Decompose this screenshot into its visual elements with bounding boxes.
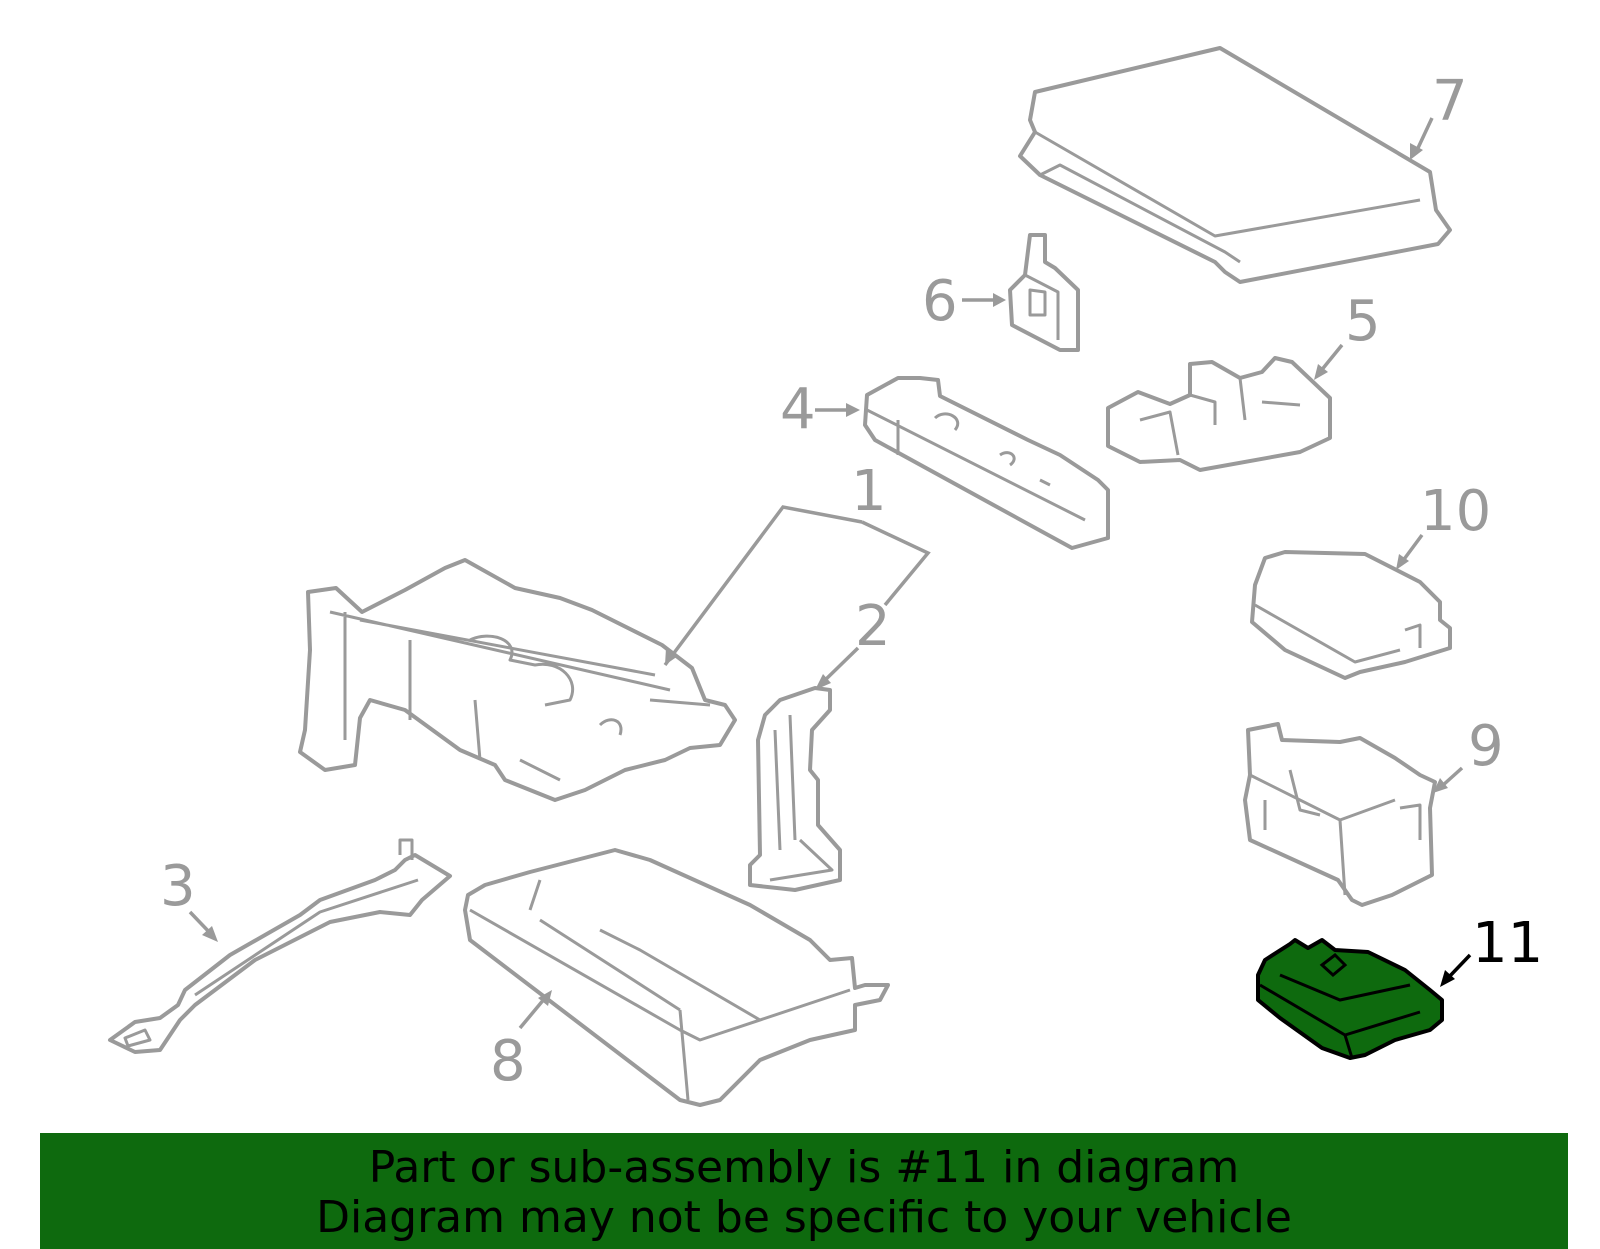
callout-4: 4 xyxy=(780,377,816,442)
part-11-highlighted xyxy=(1256,938,1444,1060)
part-7-cover xyxy=(1018,46,1452,284)
part-5-bracket xyxy=(1106,356,1332,472)
callout-6: 6 xyxy=(922,269,958,334)
callout-1: 1 xyxy=(851,459,887,524)
callout-3: 3 xyxy=(160,854,196,919)
callout-10: 10 xyxy=(1420,479,1491,544)
part-2-bracket xyxy=(748,686,842,892)
callout-5: 5 xyxy=(1345,289,1381,354)
part-6-fuse xyxy=(1008,233,1080,352)
callout-leaders xyxy=(188,117,1472,1030)
part-8-tray xyxy=(463,848,890,1107)
part-3-cable xyxy=(108,838,452,1054)
part-9-box xyxy=(1243,722,1437,907)
part-10-cover xyxy=(1250,550,1452,680)
callout-numbers: 1 2 3 4 5 6 7 8 9 10 11 xyxy=(160,69,1543,1094)
part-4-rail xyxy=(863,376,1110,550)
callout-2: 2 xyxy=(855,594,891,659)
info-banner: Part or sub-assembly is #11 in diagram D… xyxy=(40,1133,1568,1249)
banner-line-2: Diagram may not be specific to your vehi… xyxy=(316,1192,1292,1243)
callout-8: 8 xyxy=(490,1029,526,1094)
callout-7: 7 xyxy=(1432,69,1468,134)
callout-11: 11 xyxy=(1472,911,1543,976)
banner-line-1: Part or sub-assembly is #11 in diagram xyxy=(368,1142,1240,1193)
part-1-fuse-box xyxy=(298,558,737,802)
callout-9: 9 xyxy=(1468,714,1504,779)
